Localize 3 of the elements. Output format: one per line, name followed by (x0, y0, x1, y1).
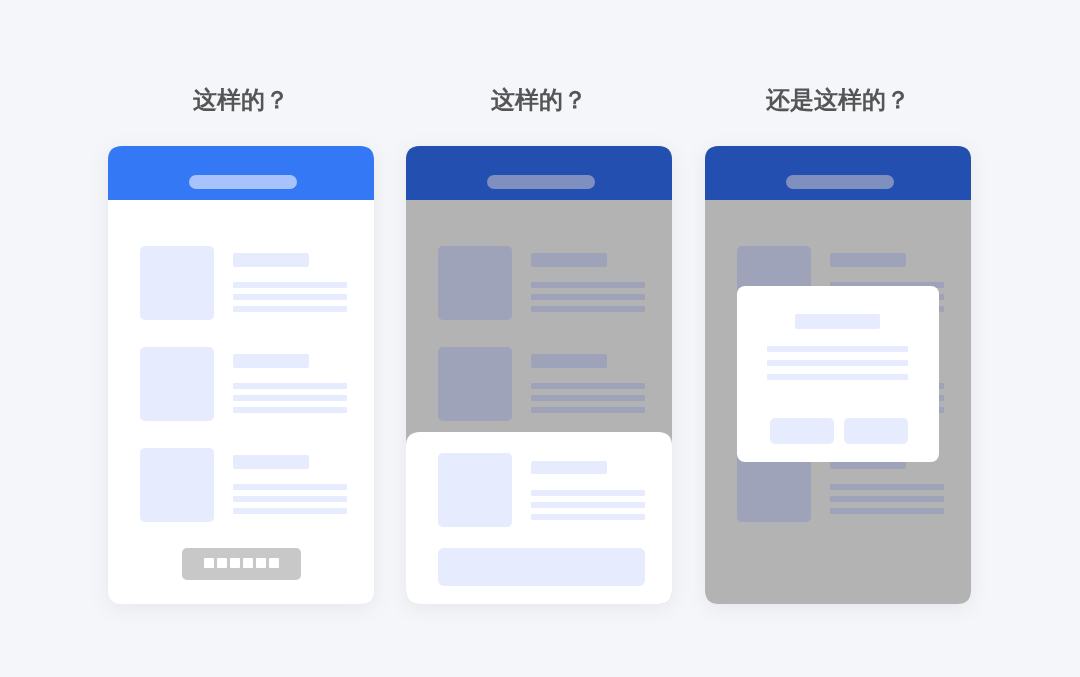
heading: 这样的？ (192, 85, 290, 116)
heading: 这样的？ (490, 85, 588, 116)
heading: 还是这样的？ (765, 85, 911, 116)
